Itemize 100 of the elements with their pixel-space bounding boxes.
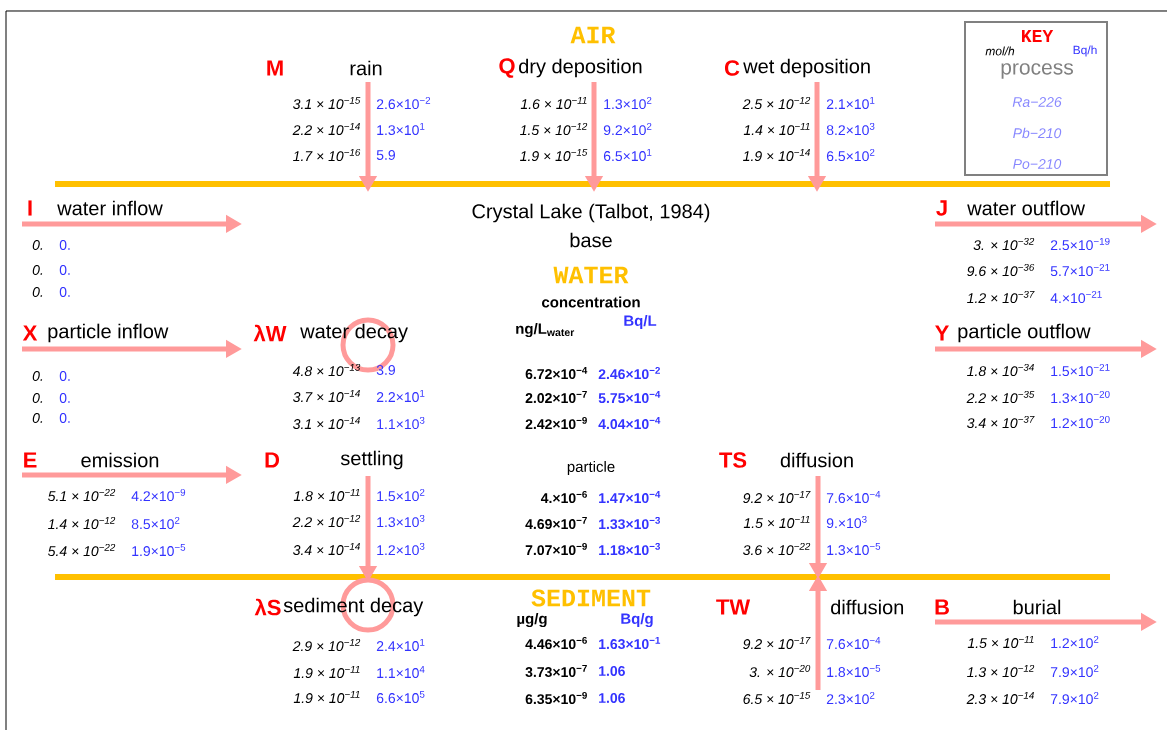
molar-flux-value: 1.9 × 10$^{−11}$ bbox=[293, 690, 360, 704]
activity-flux-value: 0. bbox=[59, 240, 70, 250]
molar-flux-value: 5.4 × 10$^{−22}$ bbox=[48, 543, 116, 557]
molar-flux-value: 3.1 × 10$^{−15}$ bbox=[293, 96, 361, 110]
activity-flux-value: 6.5×10$^{1}$ bbox=[603, 148, 652, 162]
molar-flux-value: 1.5 × 10$^{−11}$ bbox=[967, 635, 1034, 649]
activity-flux-value: 0. bbox=[59, 393, 70, 403]
mass-concentration-value: 4.69×10$^{−7}$ bbox=[525, 516, 587, 530]
molar-flux-value: 6.5 × 10$^{−15}$ bbox=[743, 691, 811, 705]
mass-concentration-value: 4.46×10$^{−6}$ bbox=[525, 636, 587, 650]
molar-flux-value: 3.4 × 10$^{−37}$ bbox=[967, 415, 1035, 429]
process-letter: λW bbox=[253, 324, 287, 342]
molar-flux-value: 1.9 × 10$^{−14}$ bbox=[743, 148, 810, 162]
activity-flux-value: 2.1×10$^{1}$ bbox=[826, 96, 875, 110]
molar-flux-value: 9.2 × 10$^{−17}$ bbox=[743, 490, 811, 504]
process-name: water decay bbox=[300, 323, 408, 343]
activity-concentration-value: 1.47×10$^{−4}$ bbox=[599, 490, 661, 504]
activity-flux-value: 9.2×10$^{2}$ bbox=[603, 122, 652, 136]
unit-label: Bq/h bbox=[1073, 45, 1097, 57]
activity-flux-value: 1.5×10$^{2}$ bbox=[377, 488, 425, 502]
activity-concentration-value: 2.46×10$^{−2}$ bbox=[598, 366, 660, 380]
unit-label: ng/L$_{water}$ bbox=[516, 322, 575, 337]
activity-flux-value: 6.5×10$^{2}$ bbox=[826, 148, 875, 162]
molar-flux-value: 4.8 × 10$^{−13}$ bbox=[292, 363, 361, 377]
molar-flux-value: 0. bbox=[32, 265, 43, 275]
isotope-label: Pb−210 bbox=[1013, 127, 1062, 139]
process-letter: Y bbox=[935, 325, 949, 341]
activity-flux-value: 3.9 bbox=[376, 365, 395, 375]
activity-flux-value: 1.1×10$^{3}$ bbox=[377, 416, 425, 430]
activity-concentration-value: 5.75×10$^{−4}$ bbox=[598, 390, 661, 404]
process-letter: I bbox=[28, 200, 32, 216]
activity-flux-value: 5.7×10$^{−21}$ bbox=[1050, 263, 1110, 277]
activity-flux-value: 1.9×10$^{−5}$ bbox=[132, 543, 186, 557]
molar-flux-value: 3. × 10$^{−32}$ bbox=[973, 237, 1035, 251]
process-name: particle inflow bbox=[48, 323, 169, 343]
process-letter: E bbox=[24, 452, 37, 468]
process-name: settling bbox=[340, 450, 403, 470]
activity-flux-value: 2.5×10$^{−19}$ bbox=[1050, 237, 1110, 251]
activity-flux-value: 0. bbox=[59, 371, 70, 381]
site-title: Crystal Lake (Talbot, 1984) bbox=[472, 203, 710, 223]
molar-flux-value: 2.2 × 10$^{−14}$ bbox=[292, 122, 360, 136]
key-heading: KEY bbox=[1022, 30, 1054, 42]
molar-flux-value: 1.3 × 10$^{−12}$ bbox=[967, 664, 1035, 678]
molar-flux-value: 2.5 × 10$^{−12}$ bbox=[742, 96, 811, 110]
process-name: water outflow bbox=[967, 200, 1086, 216]
activity-flux-value: 1.2×10$^{2}$ bbox=[1051, 635, 1099, 649]
unit-label: mol/h bbox=[985, 46, 1015, 56]
activity-flux-value: 0. bbox=[59, 287, 70, 297]
activity-flux-value: 1.3×10$^{−20}$ bbox=[1051, 390, 1110, 404]
unit-label: µg/g bbox=[517, 612, 547, 627]
activity-concentration-value: 1.33×10$^{−3}$ bbox=[599, 516, 660, 530]
process-name: wet deposition bbox=[743, 58, 870, 78]
activity-flux-value: 9.×10$^{3}$ bbox=[826, 515, 867, 529]
activity-flux-value: 7.6×10$^{−4}$ bbox=[826, 490, 881, 504]
molar-flux-value: 9.6 × 10$^{−36}$ bbox=[967, 263, 1035, 277]
molar-flux-value: 0. bbox=[32, 240, 43, 250]
phase-label: particle bbox=[567, 461, 615, 475]
activity-flux-value: 0. bbox=[59, 413, 70, 423]
activity-flux-value: 5.9 bbox=[376, 150, 395, 160]
molar-flux-value: 3.6 × 10$^{−22}$ bbox=[743, 542, 811, 556]
molar-flux-value: 5.1 × 10$^{−22}$ bbox=[48, 488, 116, 502]
process-name: rain bbox=[350, 60, 382, 76]
isotope-label: Po−210 bbox=[1013, 159, 1062, 169]
unit-label: Bq/L bbox=[624, 315, 657, 329]
activity-flux-value: 7.6×10$^{−4}$ bbox=[826, 636, 881, 650]
process-letter: λS bbox=[254, 598, 281, 616]
molar-flux-value: 0. bbox=[32, 413, 43, 423]
molar-flux-value: 2.2 × 10$^{−12}$ bbox=[292, 514, 361, 528]
process-letter: C bbox=[724, 60, 740, 76]
molar-flux-value: 1.4 × 10$^{−11}$ bbox=[743, 122, 810, 136]
molar-flux-value: 3.7 × 10$^{−14}$ bbox=[293, 389, 360, 403]
activity-flux-value: 1.1×10$^{4}$ bbox=[377, 665, 425, 679]
molar-flux-value: 1.5 × 10$^{−11}$ bbox=[743, 515, 810, 529]
molar-flux-value: 1.4 × 10$^{−12}$ bbox=[48, 516, 116, 530]
molar-flux-value: 1.8 × 10$^{−11}$ bbox=[293, 488, 360, 502]
process-letter: J bbox=[936, 200, 947, 216]
activity-flux-value: 1.8×10$^{−5}$ bbox=[827, 664, 881, 678]
molar-flux-value: 1.6 × 10$^{−11}$ bbox=[520, 96, 587, 110]
activity-flux-value: 1.2×10$^{3}$ bbox=[377, 542, 425, 556]
process-name: burial bbox=[1013, 599, 1061, 615]
molar-flux-value: 1.7 × 10$^{−16}$ bbox=[293, 148, 361, 162]
activity-flux-value: 2.2×10$^{1}$ bbox=[376, 389, 425, 403]
process-label: process bbox=[1001, 63, 1073, 79]
molar-flux-value: 2.3 × 10$^{−14}$ bbox=[966, 691, 1034, 705]
activity-flux-value: 1.3×10$^{−5}$ bbox=[827, 542, 881, 556]
process-name: sediment decay bbox=[283, 597, 424, 617]
process-name: diffusion bbox=[831, 599, 903, 615]
activity-flux-value: 1.2×10$^{−20}$ bbox=[1051, 415, 1110, 429]
process-name: dry deposition bbox=[519, 58, 642, 78]
molar-flux-value: 1.9 × 10$^{−11}$ bbox=[293, 665, 360, 679]
process-letter: M bbox=[267, 60, 283, 76]
mass-concentration-value: 3.73×10$^{−7}$ bbox=[525, 664, 587, 678]
mass-concentration-value: 6.35×10$^{−9}$ bbox=[525, 691, 587, 705]
mass-concentration-value: 2.02×10$^{−7}$ bbox=[525, 390, 587, 404]
quantity-label: concentration bbox=[542, 296, 640, 308]
activity-flux-value: 2.3×10$^{2}$ bbox=[826, 691, 875, 705]
activity-flux-value: 0. bbox=[59, 265, 70, 275]
unit-label: Bq/g bbox=[621, 612, 653, 627]
process-letter: X bbox=[22, 325, 38, 341]
molar-flux-value: 9.2 × 10$^{−17}$ bbox=[743, 636, 811, 650]
